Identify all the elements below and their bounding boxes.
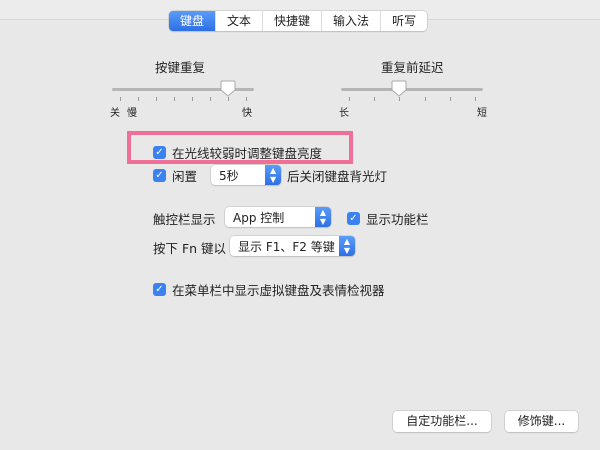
adjust-brightness-checkbox[interactable]: ✓ 在光线较弱时调整键盘亮度: [153, 143, 322, 162]
show-strip-checkbox[interactable]: ✓ 显示功能栏: [347, 209, 429, 228]
tab-dictation[interactable]: 听写: [392, 14, 417, 28]
key-repeat-off-label: 关: [110, 108, 120, 119]
customize-touch-bar-button[interactable]: 自定功能栏...: [393, 411, 491, 432]
fn-key-value: 显示 F1、F2 等键: [238, 239, 335, 254]
slider-tick: [192, 97, 193, 101]
slider-track[interactable]: [112, 88, 254, 91]
menu-bar-viewer-checkbox[interactable]: ✓ 在菜单栏中显示虚拟键盘及表情检视器: [153, 280, 385, 299]
slider-tick: [246, 97, 247, 101]
fn-key-popup[interactable]: 显示 F1、F2 等键 ▲▼: [230, 236, 355, 256]
tab-keyboard[interactable]: 键盘: [169, 11, 217, 31]
slider-tick: [424, 97, 426, 101]
tab-input-sources[interactable]: 输入法: [322, 11, 382, 31]
idle-checkbox[interactable]: ✓: [153, 168, 166, 182]
idle-time-value: 5秒: [219, 168, 239, 183]
chevron-updown-icon: ▲▼: [339, 236, 355, 256]
slider-tick: [349, 97, 350, 101]
slider-thumb[interactable]: [391, 80, 407, 97]
modifier-keys-button[interactable]: 修饰键...: [505, 411, 578, 432]
fn-key-label: 按下 Fn 键以: [153, 241, 227, 256]
checkmark-icon: ✓: [153, 283, 166, 296]
delay-long-label: 长: [339, 108, 349, 119]
slider-track[interactable]: [341, 88, 483, 91]
idle-suffix-label: 后关闭键盘背光灯: [287, 168, 388, 184]
chevron-updown-icon: ▲▼: [315, 207, 331, 227]
key-repeat-fast-label: 快: [242, 108, 252, 119]
adjust-brightness-label: 在光线较弱时调整键盘亮度: [172, 146, 323, 161]
chevron-updown-icon: ▲▼: [265, 165, 282, 185]
slider-tick: [210, 97, 211, 101]
idle-label: 闲置: [172, 168, 198, 184]
touch-bar-value: App 控制: [233, 210, 285, 225]
tab-text[interactable]: 文本: [216, 11, 264, 31]
delay-short-label: 短: [477, 108, 487, 119]
slider-tick: [228, 97, 229, 101]
menu-bar-viewer-label: 在菜单栏中显示虚拟键盘及表情检视器: [172, 283, 385, 298]
tab-bar: 键盘 文本 快捷键 输入法 听写: [169, 11, 428, 31]
idle-backlight-row: ✓ 闲置 5秒 ▲▼ 后关闭键盘背光灯: [153, 165, 387, 185]
touch-bar-popup[interactable]: App 控制 ▲▼: [225, 207, 331, 227]
slider-tick: [475, 97, 476, 101]
delay-title: 重复前延迟: [381, 60, 444, 75]
slider-tick: [374, 97, 376, 101]
slider-tick: [138, 97, 139, 101]
highlight-box: [127, 131, 353, 164]
key-repeat-title: 按键重复: [155, 60, 206, 75]
checkmark-icon: ✓: [153, 146, 166, 159]
key-repeat-slow-label: 慢: [127, 108, 137, 119]
tab-shortcuts[interactable]: 快捷键: [263, 11, 323, 31]
slider-thumb[interactable]: [220, 80, 236, 97]
slider-tick: [120, 97, 121, 101]
slider-tick: [399, 97, 401, 101]
slider-tick: [449, 97, 451, 101]
touch-bar-label: 触控栏显示: [153, 212, 216, 227]
checkmark-icon: ✓: [347, 212, 360, 225]
idle-time-popup[interactable]: 5秒 ▲▼: [211, 165, 282, 185]
slider-tick: [156, 97, 157, 101]
slider-tick: [174, 97, 175, 101]
show-strip-label: 显示功能栏: [366, 212, 429, 227]
